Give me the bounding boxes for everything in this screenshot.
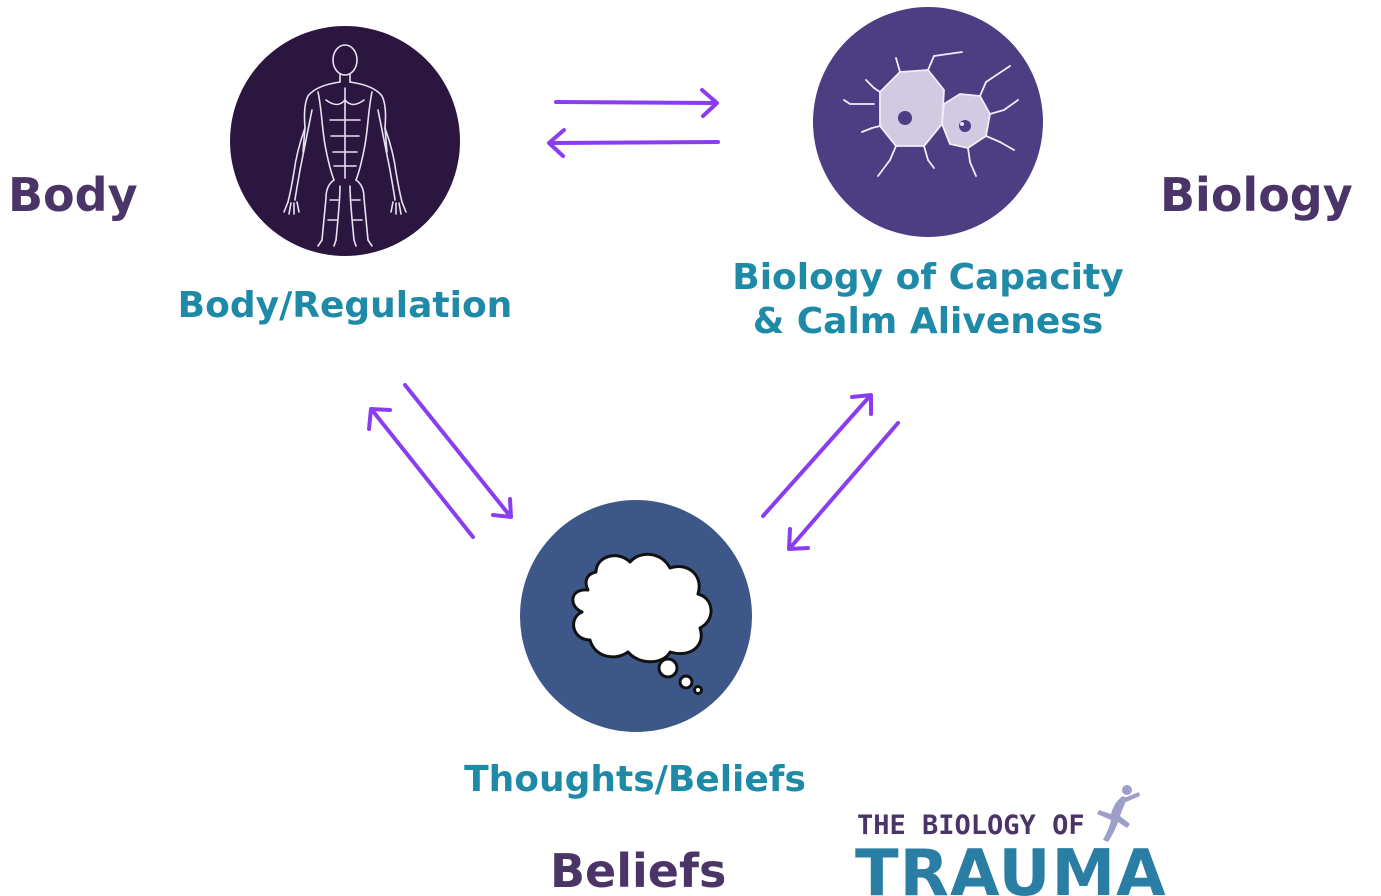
thoughts-beliefs-caption-text: Thoughts/Beliefs	[464, 759, 806, 800]
leaping-figure-icon	[1097, 785, 1140, 842]
body-regulation-caption-text: Body/Regulation	[177, 285, 513, 326]
arrow-body-to-thoughts	[403, 383, 513, 519]
human-anatomy-figure-icon	[283, 44, 407, 247]
cell-nucleus-icon	[898, 111, 971, 132]
cells-diagram-icon	[843, 51, 1019, 177]
arrow-biology-to-thoughts	[787, 421, 900, 551]
arrow-biology-to-body	[547, 128, 720, 158]
biology-capacity-caption-line2: & Calm Aliveness	[752, 300, 1104, 342]
biology-side-label: Biology	[1160, 168, 1353, 222]
arrow-thoughts-to-biology	[761, 393, 873, 518]
biology-of-trauma-logo: THE BIOLOGY OF TRAUMA	[855, 785, 1185, 896]
body-regulation-caption: Body/Regulation	[160, 284, 530, 328]
arrow-body-to-biology	[554, 88, 719, 118]
thought-bubble-icon	[571, 552, 713, 695]
logo-top-line: THE BIOLOGY OF	[857, 810, 1085, 841]
biology-capacity-caption-line1: Biology of Capacity	[732, 257, 1124, 298]
logo-trauma-word: TRAUMA	[855, 837, 1167, 896]
arrows-layer	[367, 88, 900, 551]
beliefs-side-label: Beliefs	[550, 844, 727, 896]
arrow-thoughts-to-body	[367, 407, 475, 539]
thoughts-beliefs-caption: Thoughts/Beliefs	[440, 758, 830, 802]
body-side-label: Body	[8, 168, 138, 222]
biology-capacity-caption: Biology of Capacity & Calm Aliveness	[708, 256, 1148, 344]
